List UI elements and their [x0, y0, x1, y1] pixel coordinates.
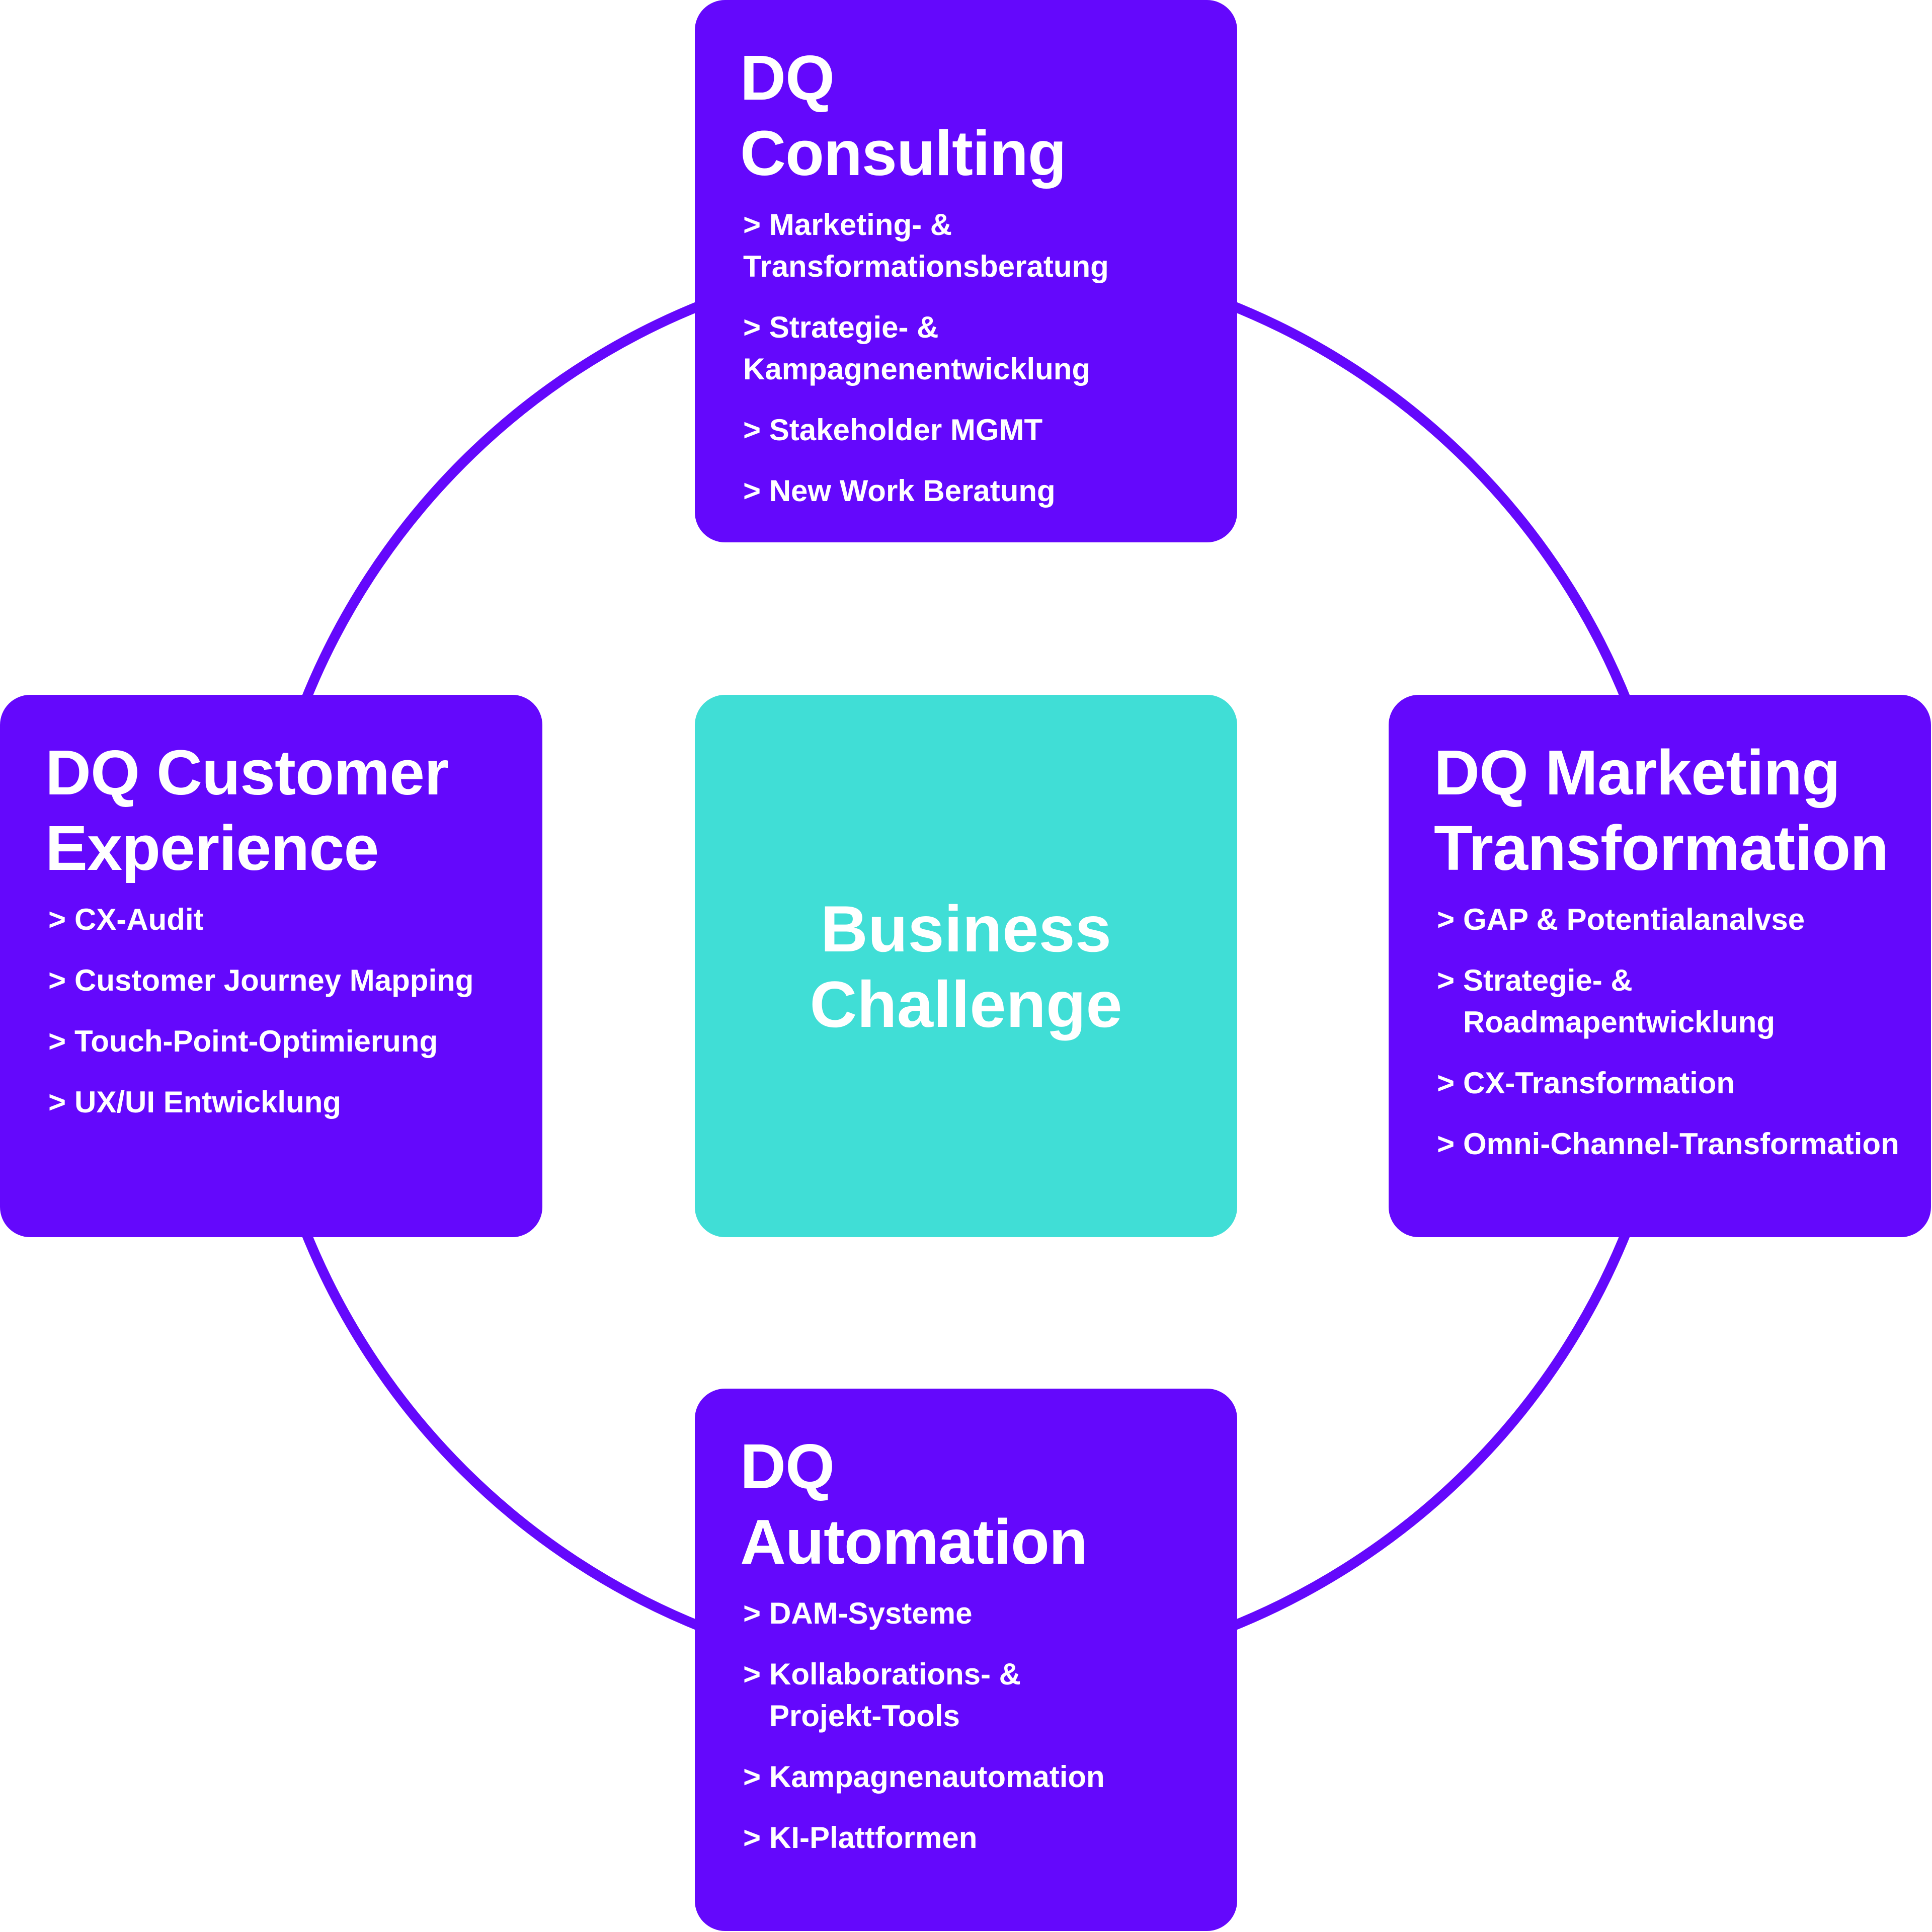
- service-label: Omni-Channel-Transformation: [1463, 1127, 1899, 1161]
- service-label: GAP & Potentialanalvse: [1463, 903, 1805, 936]
- service-label: CX-Transformation: [1463, 1066, 1735, 1100]
- marketing-transformation-card: DQ Marketing Transformation >GAP & Poten…: [1389, 695, 1931, 1237]
- service-label: Kampagnenautomation: [769, 1760, 1105, 1794]
- chevron-marker: >: [48, 903, 66, 936]
- list-item: > Strategie- & Kampagnenentwicklung: [743, 306, 1109, 390]
- chevron-marker: >: [743, 413, 761, 447]
- marketing-transformation-service-list: >GAP & Potentialanalvse >Strategie- & Ro…: [1437, 899, 1899, 1184]
- customer-experience-card: DQ Customer Experience >CX-Audit >Custom…: [0, 695, 542, 1237]
- center-line2: Challenge: [810, 968, 1122, 1041]
- chevron-marker: >: [1437, 1127, 1455, 1161]
- service-label: Stakeholder MGMT: [769, 413, 1043, 447]
- customer-experience-title-line1: DQ Customer: [45, 737, 449, 808]
- list-item: >Omni-Channel-Transformation: [1437, 1123, 1899, 1165]
- consulting-title-line1: DQ: [740, 42, 835, 113]
- business-challenge-card: Business Challenge: [695, 695, 1237, 1237]
- consulting-card: DQ Consulting > Marketing- & Transformat…: [695, 0, 1237, 542]
- list-item: >Customer Journey Mapping: [48, 959, 473, 1001]
- service-label: Strategie- & Kampagnenentwicklung: [743, 310, 1091, 386]
- chevron-marker: >: [1437, 963, 1455, 997]
- list-item: >Strategie- & Roadmapentwicklung: [1437, 959, 1899, 1043]
- marketing-transformation-title-line1: DQ Marketing: [1434, 737, 1840, 808]
- service-label: Marketing- & Transformationsberatung: [743, 208, 1109, 283]
- automation-card: DQ Automation >DAM-Systeme >Kollaboratio…: [695, 1389, 1237, 1931]
- consulting-service-list: > Marketing- & Transformationsberatung >…: [743, 204, 1109, 531]
- marketing-transformation-title: DQ Marketing Transformation: [1434, 735, 1889, 886]
- chevron-marker: >: [48, 963, 66, 997]
- chevron-marker: >: [48, 1085, 66, 1119]
- list-item: > Stakeholder MGMT: [743, 409, 1109, 451]
- list-item: > Marketing- & Transformationsberatung: [743, 204, 1109, 287]
- chevron-marker: >: [743, 474, 761, 508]
- list-item: >Touch-Point-Optimierung: [48, 1020, 473, 1062]
- consulting-title: DQ Consulting: [740, 40, 1067, 191]
- center-line1: Business: [820, 892, 1112, 965]
- chevron-marker: >: [743, 208, 761, 242]
- list-item: >DAM-Systeme: [743, 1592, 1105, 1634]
- consulting-title-line2: Consulting: [740, 118, 1067, 189]
- chevron-marker: >: [1437, 903, 1455, 936]
- list-item: >Kampagnenautomation: [743, 1756, 1105, 1798]
- list-item: >Kollaborations- & Projekt-Tools: [743, 1653, 1105, 1737]
- automation-title: DQ Automation: [740, 1429, 1088, 1580]
- chevron-marker: >: [1437, 1066, 1455, 1100]
- automation-service-list: >DAM-Systeme >Kollaborations- & Projekt-…: [743, 1592, 1105, 1878]
- list-item: >CX-Audit: [48, 899, 473, 940]
- service-label: DAM-Systeme: [769, 1596, 973, 1630]
- service-label: Customer Journey Mapping: [74, 963, 474, 997]
- service-label: New Work Beratung: [769, 474, 1056, 508]
- list-item: >CX-Transformation: [1437, 1062, 1899, 1104]
- list-item: >GAP & Potentialanalvse: [1437, 899, 1899, 940]
- chevron-marker: >: [48, 1024, 66, 1058]
- chevron-marker: >: [743, 310, 761, 344]
- customer-experience-title: DQ Customer Experience: [45, 735, 449, 886]
- customer-experience-title-line2: Experience: [45, 813, 379, 883]
- automation-title-line2: Automation: [740, 1506, 1088, 1577]
- automation-title-line1: DQ: [740, 1431, 835, 1502]
- service-label: KI-Plattformen: [769, 1821, 978, 1855]
- list-item: >UX/UI Entwicklung: [48, 1081, 473, 1123]
- service-label: CX-Audit: [74, 903, 204, 936]
- business-challenge-label: Business Challenge: [695, 891, 1237, 1042]
- chevron-marker: >: [743, 1596, 761, 1630]
- marketing-transformation-title-line2: Transformation: [1434, 813, 1889, 883]
- service-label: Strategie- & Roadmapentwicklung: [1463, 963, 1776, 1039]
- chevron-marker: >: [743, 1657, 761, 1691]
- list-item: > New Work Beratung: [743, 470, 1109, 512]
- service-label: Kollaborations- & Projekt-Tools: [769, 1657, 1021, 1733]
- service-label: UX/UI Entwicklung: [74, 1085, 342, 1119]
- chevron-marker: >: [743, 1760, 761, 1794]
- chevron-marker: >: [743, 1821, 761, 1855]
- list-item: >KI-Plattformen: [743, 1817, 1105, 1859]
- customer-experience-service-list: >CX-Audit >Customer Journey Mapping >Tou…: [48, 899, 473, 1142]
- service-label: Touch-Point-Optimierung: [74, 1024, 438, 1058]
